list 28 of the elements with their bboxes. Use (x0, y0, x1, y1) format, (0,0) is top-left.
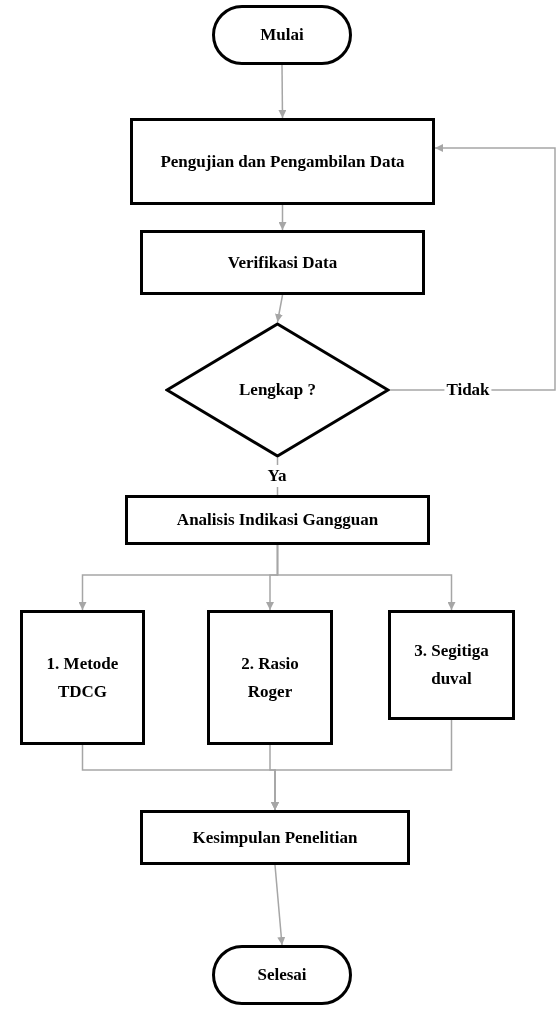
arrow (271, 719, 453, 811)
method-box (20, 610, 145, 745)
node-text: 1. Metode TDCG (45, 652, 120, 703)
node-text: Analisis Indikasi Gangguan (176, 509, 379, 531)
start-terminal (212, 5, 352, 65)
process-box (130, 118, 435, 205)
end-terminal (212, 945, 352, 1005)
process-box (125, 495, 430, 545)
node-text: 2. Rasio Roger (240, 652, 300, 703)
process-box (140, 230, 425, 295)
arrow (278, 204, 287, 231)
node-text: Verifikasi Data (227, 251, 338, 274)
edge-label: Ya (265, 465, 289, 487)
node-text: Pengujian dan Pengambilan Data (160, 150, 405, 173)
node-text: 3. Segitiga duval (413, 640, 490, 690)
arrow (276, 544, 456, 611)
arrow (278, 64, 287, 119)
method-box (388, 610, 515, 720)
method-box (207, 610, 333, 745)
arrow (275, 294, 284, 323)
arrow (389, 144, 556, 391)
node-text: Lengkap ? (239, 379, 316, 401)
node-text: Mulai (260, 24, 304, 46)
process-box (140, 810, 410, 865)
node-text: Selesai (257, 964, 307, 986)
arrow (274, 864, 286, 946)
node-text: Kesimpulan Penelitian (192, 826, 358, 849)
decision-diamond (165, 322, 390, 458)
